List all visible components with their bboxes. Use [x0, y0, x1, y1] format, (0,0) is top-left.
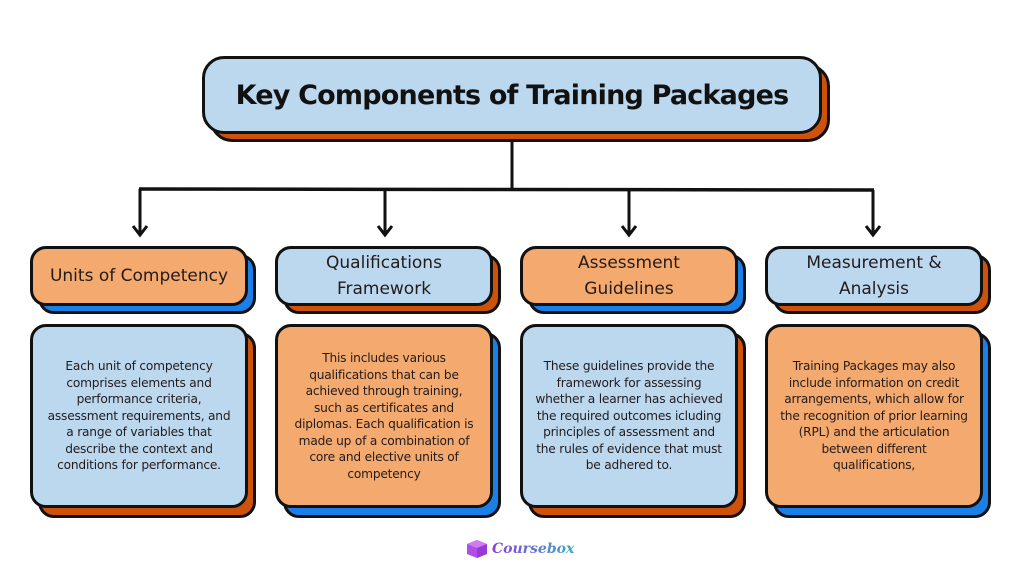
- component-heading-2: Qualifications Framework: [326, 253, 442, 299]
- component-heading-4: Measurement & Analysis: [806, 253, 942, 299]
- arrow-4: [864, 190, 882, 238]
- component-heading-3: Assessment Guidelines: [578, 253, 680, 299]
- component-description-3: These guidelines provide the framework f…: [535, 359, 723, 473]
- component-description-1: Each unit of competency comprises elemen…: [47, 359, 231, 473]
- heading-box-3: Assessment Guidelines: [520, 246, 738, 306]
- body-box-2: This includes various qualifications tha…: [275, 324, 493, 508]
- arrow-1: [131, 189, 149, 238]
- page-title: Key Components of Training Packages: [235, 79, 790, 111]
- arrow-3: [620, 190, 638, 238]
- arrow-2: [376, 190, 394, 238]
- body-box-3: These guidelines provide the framework f…: [520, 324, 738, 508]
- component-description-4: Training Packages may also include infor…: [780, 359, 968, 473]
- heading-box-2: Qualifications Framework: [275, 246, 493, 306]
- heading-box-4: Measurement & Analysis: [765, 246, 983, 306]
- branch-line: [138, 187, 875, 192]
- logo-text: Coursebox: [492, 541, 575, 557]
- heading-box-1: Units of Competency: [30, 246, 248, 306]
- component-heading-1: Units of Competency: [49, 266, 229, 286]
- body-box-1: Each unit of competency comprises elemen…: [30, 324, 248, 508]
- component-description-2: This includes various qualifications tha…: [294, 351, 474, 481]
- coursebox-logo: Coursebox: [466, 539, 574, 559]
- cube-icon: [467, 540, 487, 558]
- body-box-4: Training Packages may also include infor…: [765, 324, 983, 508]
- title-box: Key Components of Training Packages: [202, 56, 822, 134]
